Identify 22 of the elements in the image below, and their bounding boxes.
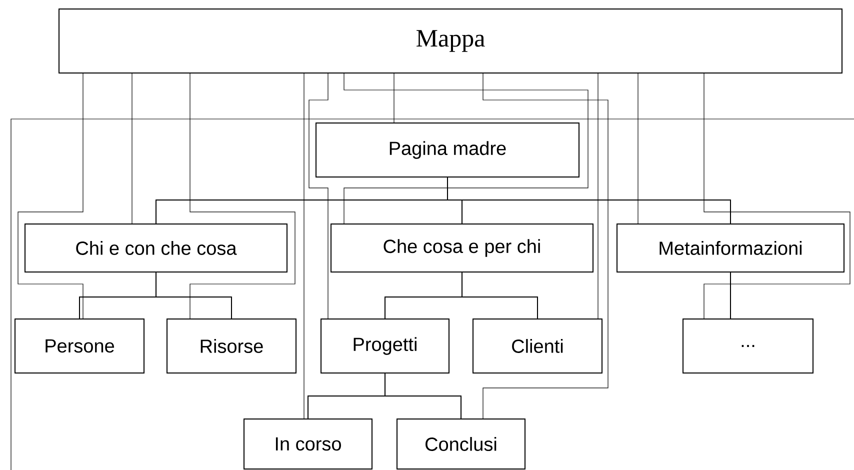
page-box: Chi e con che cosa [24, 224, 288, 272]
page-box: Pagina madre [316, 122, 580, 178]
connector-line [308, 73, 328, 319]
connector-line [704, 73, 850, 319]
tree-connector [730, 272, 731, 319]
page-box: Clienti [472, 318, 602, 374]
title-box: Mappa [58, 8, 842, 74]
page-box: Risorse [166, 318, 296, 374]
connector-line [344, 73, 588, 224]
page-box: Che cosa e per chi [330, 224, 594, 272]
page-box: Persone [14, 318, 144, 374]
page-box: In corso [244, 418, 372, 470]
page-box: ... [682, 318, 814, 374]
page-box: Metainformazioni [616, 224, 844, 272]
tree-connector [462, 272, 538, 319]
page-box: Conclusi [396, 418, 526, 470]
connector-line [190, 73, 296, 319]
page-box: Progetti [320, 318, 450, 374]
connector-line [482, 73, 608, 419]
tree-connector [384, 372, 462, 419]
connector-line [18, 73, 84, 319]
tree-connector [156, 272, 232, 319]
